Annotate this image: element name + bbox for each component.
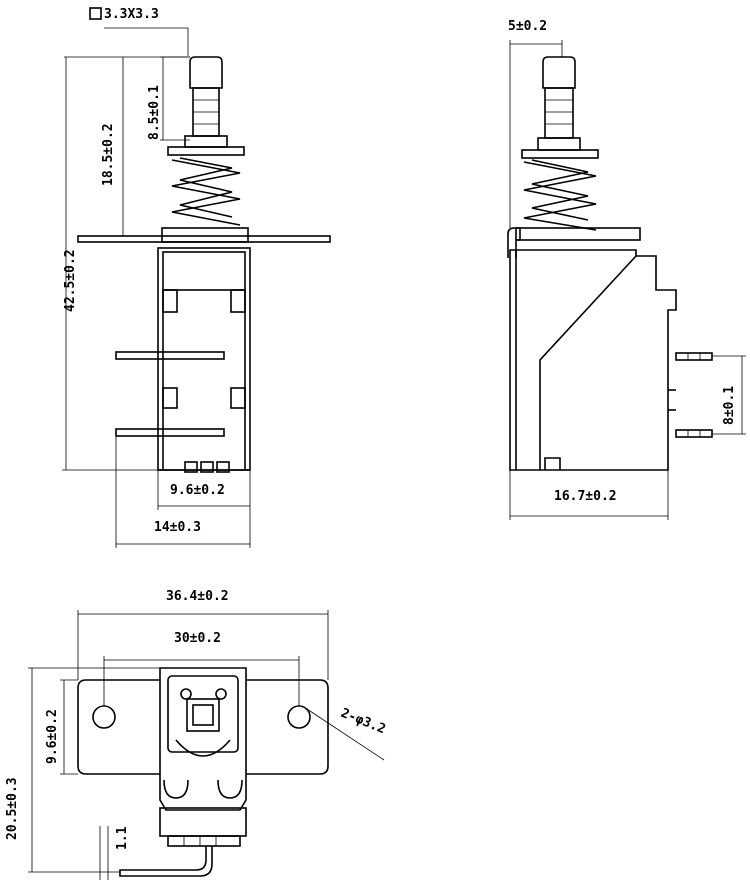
pin-side-upper	[675, 352, 713, 361]
mounting-plate	[77, 235, 331, 243]
side-view: 5±0.2 8±0.1 16.7±0.2	[507, 19, 746, 520]
dim-plunger-total: 18.5±0.2	[101, 123, 116, 186]
body-top	[159, 667, 247, 811]
square-symbol	[89, 7, 102, 20]
flange	[77, 679, 329, 775]
switch-body-side	[509, 249, 677, 471]
plunger-cap-side	[542, 56, 576, 89]
bent-pin	[119, 846, 213, 877]
dim-hole-note: 2-φ3.2	[339, 706, 388, 738]
mounting-hole-right	[287, 705, 311, 729]
dim-flange-width: 9.6±0.2	[45, 709, 60, 764]
dim-pin-thickness: 1.1	[115, 826, 130, 850]
dim-square: 3.3X3.3	[104, 7, 159, 22]
dim-plunger-offset: 5±0.2	[508, 19, 547, 34]
plunger-cap	[189, 56, 223, 89]
dim-body-depth: 16.7±0.2	[554, 489, 617, 504]
dim-plunger-length: 8.5±0.1	[147, 85, 162, 140]
top-view: 36.4±0.2 30±0.2 2-φ3.2 9.6±0.2 20.5±0.3 …	[5, 589, 388, 880]
dim-pin-span: 14±0.3	[154, 520, 201, 535]
spring-retainer	[167, 146, 245, 156]
pin-side-lower	[675, 429, 713, 438]
pin-upper	[115, 351, 225, 360]
spring	[171, 159, 241, 226]
mounting-hole-left	[92, 705, 116, 729]
front-view: 3.3X3.3 8.5±0.1 18.5±0.2 42.5±0.2 9.6±0.…	[62, 7, 331, 548]
plunger-square	[186, 698, 220, 732]
dim-hole-pitch: 30±0.2	[174, 631, 221, 646]
dim-pin-pitch: 8±0.1	[722, 386, 737, 425]
dim-flange-length: 36.4±0.2	[166, 589, 229, 604]
dim-body-width: 9.6±0.2	[170, 483, 225, 498]
dim-total-height: 42.5±0.2	[63, 249, 78, 312]
dim-overall-depth: 20.5±0.3	[5, 777, 20, 840]
pin-lower	[115, 428, 225, 437]
